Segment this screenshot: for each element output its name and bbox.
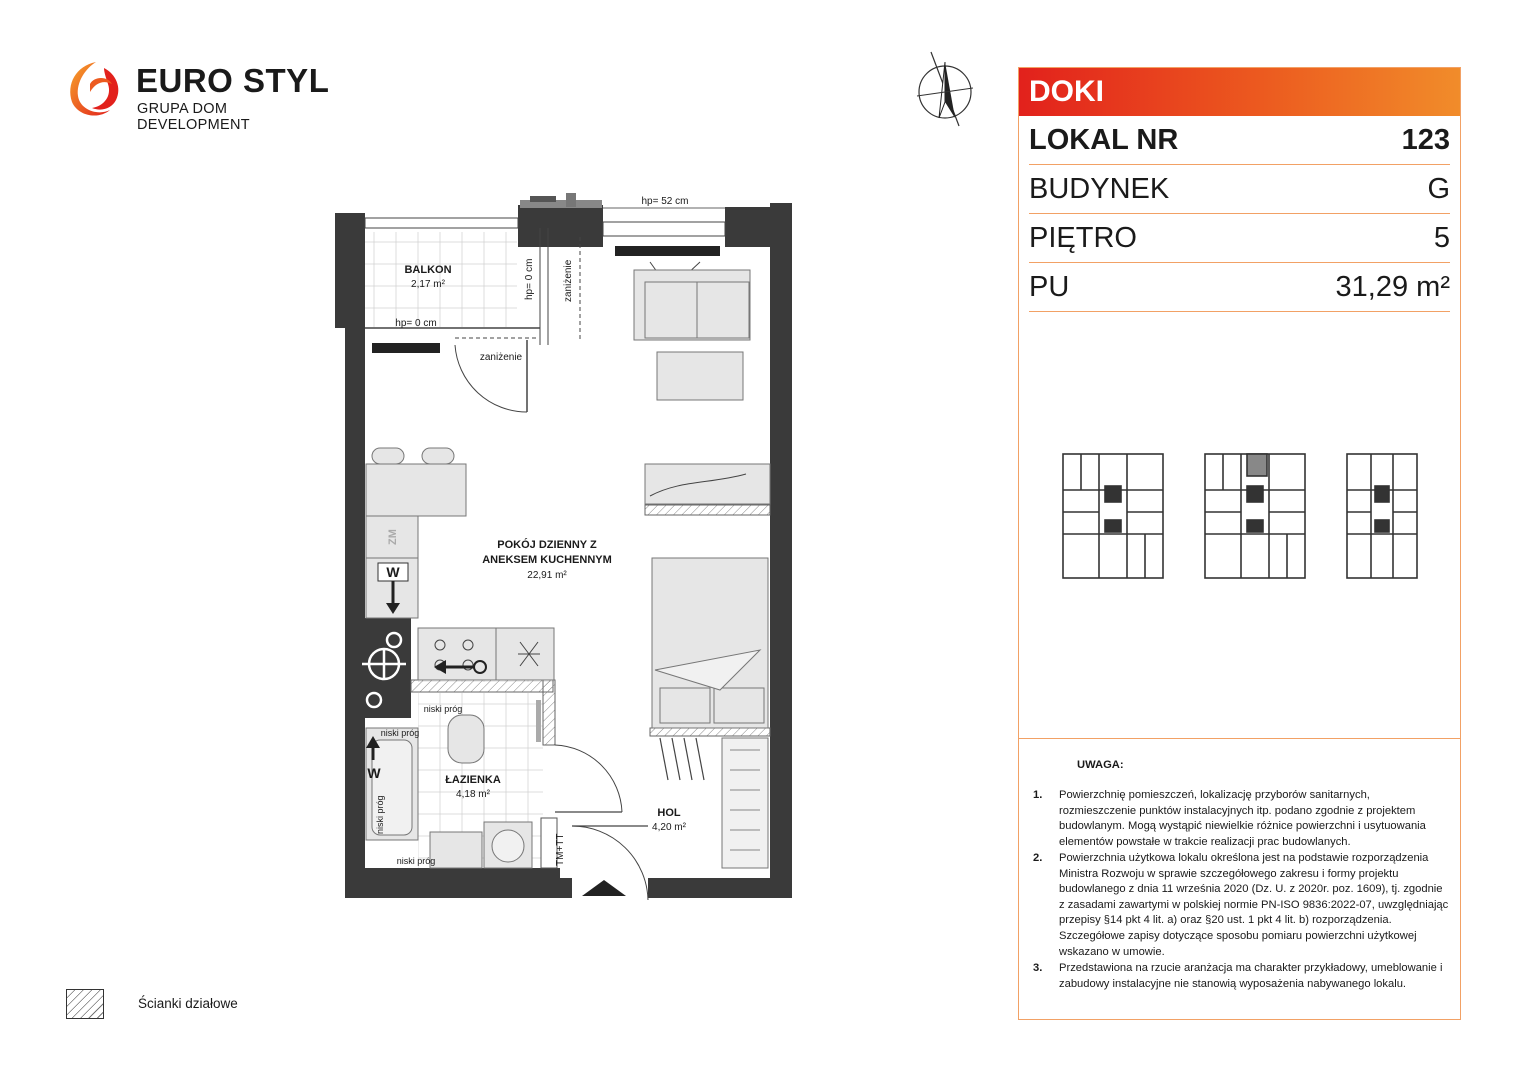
floor-plan: BALKON 2,17 m² POKÓJ DZIENNY Z ANEKSEM K… [335, 51, 974, 901]
note-2-number: 2. [1033, 852, 1043, 864]
coat-rack [659, 737, 705, 781]
notes-title: UWAGA: [1077, 759, 1124, 771]
room-lazienka-area: 4,18 m² [456, 789, 491, 800]
thumbnail-building-2 [1204, 453, 1306, 579]
thumbnail-building-1 [1062, 453, 1164, 579]
dining-set [365, 447, 467, 517]
label-zanizenie: zaniżenie [480, 352, 523, 363]
row-lokal: LOKAL NR 123 [1029, 116, 1450, 165]
investment-name: DOKI [1029, 75, 1104, 108]
bed [651, 557, 769, 729]
brand-name: EURO STYL [136, 62, 330, 99]
investment-header: DOKI [1019, 68, 1460, 116]
balcony-floor [365, 232, 517, 327]
wardrobe [721, 737, 769, 869]
row-budynek-value: G [1427, 173, 1450, 205]
note-2-text: Powierzchnia użytkowa lokalu określona j… [1059, 852, 1449, 958]
row-budynek-key: BUDYNEK [1029, 173, 1170, 205]
label-niski-prog-1: niski próg [424, 704, 463, 714]
tm-tt-box [540, 817, 558, 869]
label-niski-prog-3: niski próg [375, 795, 385, 834]
note-3-text: Przedstawiona na rzucie aranżacja ma cha… [1059, 962, 1443, 990]
row-pietro-value: 5 [1433, 222, 1450, 254]
label-zanizenie-vertical: zaniżenie [563, 259, 574, 302]
room-pokoj-name-line1: POKÓJ DZIENNY Z [497, 538, 597, 551]
label-w-top: W [386, 564, 400, 580]
row-pu-value: 31,29 m² [1335, 271, 1450, 303]
label-w-bottom: W [367, 765, 381, 781]
row-pu: PU 31,29 m² [1029, 263, 1450, 312]
label-niski-prog-2: niski próg [381, 728, 420, 738]
thumbnail-building-3 [1346, 453, 1418, 579]
info-panel: DOKI LOKAL NR 123 BUDYNEK G PIĘTRO 5 PU … [1018, 67, 1461, 1020]
room-balkon-name: BALKON [404, 264, 451, 276]
shelf [644, 463, 771, 505]
row-lokal-value: 123 [1401, 124, 1450, 156]
label-hp52: hp= 52 cm [642, 196, 689, 207]
note-3-number: 3. [1033, 962, 1043, 974]
coffee-table [656, 351, 744, 401]
highlighted-unit [1246, 453, 1268, 477]
label-zm: ZM [387, 529, 399, 545]
walls [335, 203, 792, 898]
row-pietro-key: PIĘTRO [1029, 222, 1137, 254]
note-1-text: Powierzchnię pomieszczeń, lokalizację pr… [1059, 789, 1426, 848]
room-balkon-area: 2,17 m² [411, 279, 446, 290]
room-pokoj-name-line2: ANEKSEM KUCHENNYM [482, 554, 612, 566]
room-hol-area: 4,20 m² [652, 822, 687, 833]
brand-logo: EURO STYL GRUPA DOM DEVELOPMENT [64, 58, 344, 133]
room-hol-name: HOL [657, 807, 681, 819]
note-1-number: 1. [1033, 789, 1043, 801]
panel-divider [1019, 738, 1460, 739]
north-arrow-icon [916, 51, 974, 127]
room-pokoj-area: 22,91 m² [527, 570, 567, 581]
brand-subtitle: GRUPA DOM DEVELOPMENT [137, 101, 250, 133]
label-tm-tt: TM+TT [555, 834, 566, 867]
row-pietro: PIĘTRO 5 [1029, 214, 1450, 263]
row-pu-key: PU [1029, 271, 1070, 303]
row-budynek: BUDYNEK G [1029, 165, 1450, 214]
legend-hatch-swatch [66, 989, 104, 1019]
label-hp0-horizontal: hp= 0 cm [395, 318, 436, 329]
label-hp0-vertical: hp= 0 cm [524, 259, 535, 300]
label-niski-prog-4: niski próg [397, 856, 436, 866]
flame-logo-icon [70, 62, 119, 116]
legend-label: Ścianki działowe [138, 996, 238, 1011]
sofa [633, 269, 751, 341]
room-lazienka-name: ŁAZIENKA [445, 774, 501, 786]
bathroom-fixtures [365, 714, 533, 869]
building-floor-thumbnails [1062, 453, 1418, 579]
row-lokal-key: LOKAL NR [1029, 124, 1179, 156]
